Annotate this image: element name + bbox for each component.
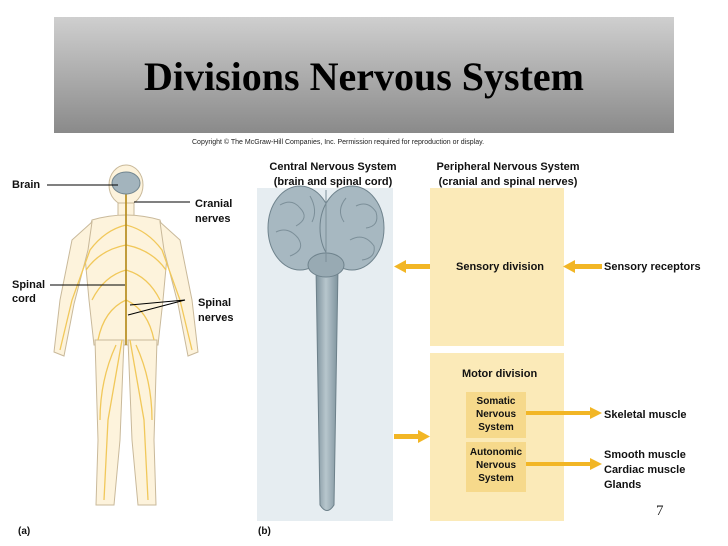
copyright-notice: Copyright © The McGraw-Hill Companies, I… xyxy=(192,139,485,146)
spinal-cord-label-line2: cord xyxy=(12,293,36,305)
skeletal-muscle-label: Skeletal muscle xyxy=(604,409,687,421)
pns-title-line2: (cranial and spinal nerves) xyxy=(438,176,578,188)
arrows-b xyxy=(394,260,602,470)
arrow-autonomic-to-effectors xyxy=(526,458,602,470)
somatic-box xyxy=(466,392,526,438)
arrow-somatic-to-skeletal xyxy=(526,407,602,419)
autonomic-line1: Autonomic xyxy=(469,447,523,458)
sensory-division-label: Sensory division xyxy=(456,261,545,273)
panel-a-label: (a) xyxy=(18,526,31,537)
arrow-cns-to-motor xyxy=(394,430,430,443)
brain-illustration xyxy=(267,185,385,511)
somatic-line1: Somatic xyxy=(476,396,516,407)
autonomic-line3: System xyxy=(478,473,514,484)
title-banner: Divisions Nervous System xyxy=(54,17,674,133)
spinal-nerves-label-line2: nerves xyxy=(198,312,234,324)
panel-b-label: (b) xyxy=(258,526,271,537)
somatic-line2: Nervous xyxy=(475,409,516,420)
cranial-nerves-label-line2: nerves xyxy=(195,213,231,225)
spinal-nerves-leader-2 xyxy=(127,299,186,316)
somatic-line3: System xyxy=(478,422,514,433)
glands-label: Glands xyxy=(604,479,642,491)
slide-title: Divisions Nervous System xyxy=(143,54,585,99)
autonomic-box xyxy=(466,442,526,492)
sensory-panel xyxy=(430,188,564,346)
brain-label: Brain xyxy=(12,179,41,191)
cardiac-muscle-label: Cardiac muscle xyxy=(604,464,686,476)
motor-division-label: Motor division xyxy=(462,368,538,380)
cranial-nerves-label-line1: Cranial xyxy=(195,198,233,210)
sensory-receptors-label: Sensory receptors xyxy=(604,261,701,273)
autonomic-line2: Nervous xyxy=(475,460,516,471)
leader-lines-a xyxy=(47,184,190,316)
arrow-receptors-to-sensory xyxy=(563,260,602,273)
smooth-muscle-label: Smooth muscle xyxy=(604,449,686,461)
cns-title-line1: Central Nervous System xyxy=(269,161,397,173)
arrow-sensory-to-cns xyxy=(394,260,430,273)
page-number: 7 xyxy=(656,503,664,519)
spinal-nerves-leader-1 xyxy=(129,299,186,306)
cns-title-line2: (brain and spinal cord) xyxy=(273,176,393,188)
spinal-nerves-label-line1: Spinal xyxy=(198,297,232,309)
pns-title-line1: Peripheral Nervous System xyxy=(436,161,580,173)
spinal-cord-label-line1: Spinal xyxy=(12,279,46,291)
brain-small xyxy=(111,171,141,195)
